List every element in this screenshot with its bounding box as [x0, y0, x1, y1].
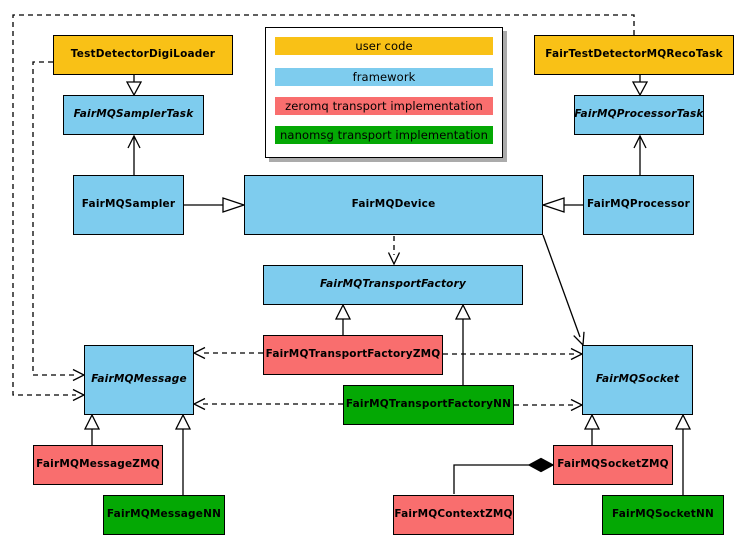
node-label: FairMQTransportFactory — [319, 278, 467, 291]
node-fairmq-message-zmq: FairMQMessageZMQ — [33, 445, 163, 485]
legend-label: framework — [352, 70, 416, 84]
edge-factorynn-creates-socket — [514, 398, 584, 412]
node-label: FairMQMessageNN — [106, 508, 222, 521]
node-label: FairMQProcessorTask — [574, 108, 704, 121]
node-fairmq-sampler: FairMQSampler — [73, 175, 184, 235]
node-label: FairMQSocketNN — [611, 508, 714, 521]
node-label: FairTestDetectorMQRecoTask — [545, 48, 723, 61]
edge-factorynn-creates-message — [192, 397, 343, 411]
node-label: FairMQMessage — [91, 373, 187, 386]
legend-label: zeromq transport implementation — [285, 99, 483, 113]
edge-factoryzmq-creates-message — [192, 346, 263, 360]
legend-item-zeromq-transport: zeromq transport implementation — [275, 97, 493, 115]
legend-label: user code — [355, 39, 413, 53]
node-label: FairMQSocketZMQ — [557, 458, 669, 471]
edge-socketnn-extends-socket — [674, 413, 692, 495]
node-label: FairMQSampler — [81, 198, 176, 211]
node-fair-test-detector-mq-reco-task: FairTestDetectorMQRecoTask — [534, 35, 734, 75]
node-label: FairMQProcessor — [586, 198, 691, 211]
legend: user code framework zeromq transport imple… — [265, 27, 503, 158]
legend-item-framework: framework — [275, 68, 493, 86]
node-fairmq-socket-nn: FairMQSocketNN — [602, 495, 724, 535]
node-label: FairMQContextZMQ — [394, 508, 513, 521]
edge-device-uses-socket — [542, 234, 585, 347]
node-fairmq-message-nn: FairMQMessageNN — [103, 495, 225, 535]
edge-factorynn-extends-factory — [454, 303, 472, 385]
legend-item-user-code: user code — [275, 37, 493, 55]
edge-digiloader-extends-samplertask — [125, 75, 143, 97]
node-fairmq-transport-factory: FairMQTransportFactory — [263, 265, 523, 305]
edge-sampler-extends-samplertask — [127, 134, 141, 175]
node-label: FairMQTransportFactoryNN — [345, 398, 512, 411]
node-fairmq-device: FairMQDevice — [244, 175, 543, 235]
node-label: FairMQDevice — [351, 198, 436, 211]
node-fairmq-processor: FairMQProcessor — [583, 175, 694, 235]
edge-messagenn-extends-message — [174, 413, 192, 495]
node-label: FairMQSocket — [595, 373, 680, 386]
node-fairmq-context-zmq: FairMQContextZMQ — [393, 495, 514, 535]
node-label: TestDetectorDigiLoader — [70, 48, 216, 61]
edge-factoryzmq-creates-socket — [443, 347, 584, 361]
node-test-detector-digi-loader: TestDetectorDigiLoader — [53, 35, 233, 75]
node-fairmq-sampler-task: FairMQSamplerTask — [63, 95, 204, 135]
node-fairmq-transport-factory-zmq: FairMQTransportFactoryZMQ — [263, 335, 443, 375]
node-fairmq-transport-factory-nn: FairMQTransportFactoryNN — [343, 385, 514, 425]
edge-factoryzmq-extends-factory — [334, 303, 352, 335]
edge-socketzmq-extends-socket — [583, 413, 601, 445]
edge-socketzmq-owns-contextzmq — [453, 457, 555, 494]
node-fairmq-message: FairMQMessage — [84, 345, 194, 415]
legend-label: nanomsg transport implementation — [280, 128, 488, 142]
node-label: FairMQTransportFactoryZMQ — [265, 348, 441, 361]
edge-device-depends-transportfactory — [387, 236, 401, 266]
edge-processor-extends-device — [540, 197, 583, 213]
edge-messagezmq-extends-message — [83, 413, 101, 445]
legend-item-nanomsg-transport: nanomsg transport implementation — [275, 126, 493, 144]
node-label: FairMQSamplerTask — [73, 108, 194, 121]
node-fairmq-processor-task: FairMQProcessorTask — [574, 95, 704, 135]
node-fairmq-socket: FairMQSocket — [582, 345, 693, 415]
node-fairmq-socket-zmq: FairMQSocketZMQ — [553, 445, 673, 485]
edge-sampler-extends-device — [184, 197, 247, 213]
edge-processor-extends-processortask — [633, 134, 647, 175]
edge-recotask-extends-processortask — [631, 75, 649, 97]
node-label: FairMQMessageZMQ — [36, 458, 160, 471]
